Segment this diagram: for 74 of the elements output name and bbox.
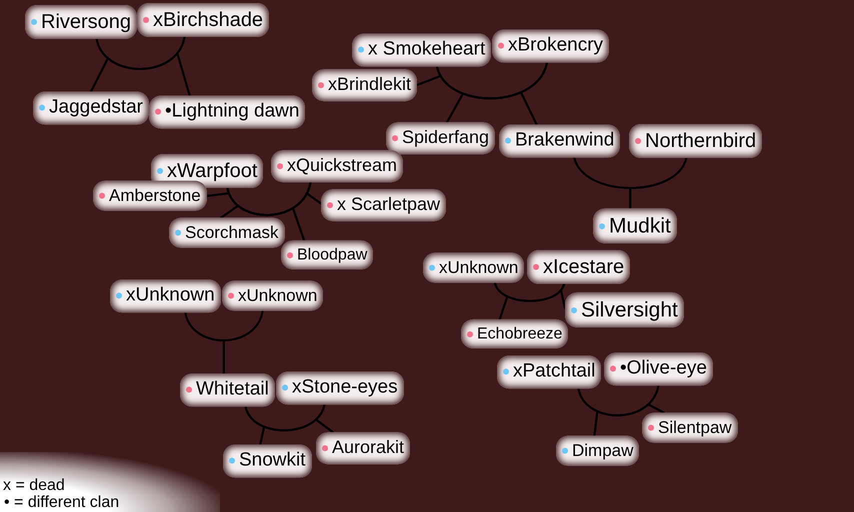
name-label: Bloodpaw — [297, 245, 368, 265]
name-tag — [110, 280, 221, 312]
name-tag — [461, 319, 568, 349]
name-tag — [604, 352, 713, 386]
name-tag — [137, 3, 270, 37]
name-label: xUnknown — [238, 286, 318, 306]
name-label: Silversight — [581, 297, 678, 323]
family-line — [292, 180, 312, 242]
family-line — [629, 157, 688, 210]
family-line — [520, 61, 548, 126]
name-tag — [222, 280, 324, 312]
family-line — [314, 403, 334, 434]
name-label: xIcestare — [543, 255, 624, 279]
name-label: •Lightning dawn — [165, 100, 300, 124]
name-label: xBrokencry — [508, 34, 604, 58]
name-tag — [312, 69, 418, 101]
name-label: Mudkit — [609, 213, 671, 239]
name-tag — [321, 189, 446, 221]
name-tag — [492, 30, 610, 62]
name-tag — [93, 180, 207, 212]
name-label: Dimpaw — [572, 440, 634, 462]
name-tag — [386, 122, 496, 154]
name-label: Echobreeze — [477, 324, 562, 344]
name-tag — [593, 208, 677, 244]
name-tag — [281, 240, 374, 270]
family-line — [176, 36, 191, 97]
name-tag — [169, 218, 285, 248]
name-tag — [151, 154, 264, 188]
name-tag — [223, 444, 312, 478]
name-tag — [149, 96, 306, 128]
name-tag — [25, 5, 138, 39]
name-tag — [565, 292, 684, 328]
name-label: Amberstone — [109, 186, 201, 206]
name-tag — [499, 124, 620, 158]
name-label: xPatchtail — [513, 360, 596, 384]
family-line — [222, 310, 264, 375]
name-tag — [527, 250, 630, 284]
family-line — [647, 384, 665, 414]
name-tag — [33, 92, 150, 124]
family-line — [90, 36, 186, 93]
name-label: •Olive-eye — [620, 358, 707, 380]
name-label: xUnknown — [126, 284, 215, 308]
name-label: x Smokeheart — [368, 38, 486, 62]
name-tag — [271, 150, 404, 182]
name-label: xBirchshade — [153, 8, 264, 32]
name-label: xWarpfoot — [167, 159, 258, 183]
name-tag — [629, 124, 762, 158]
name-label: Spiderfang — [402, 127, 490, 149]
name-label: Scorchmask — [185, 222, 279, 244]
family-line — [560, 283, 566, 310]
name-label: Jaggedstar — [49, 96, 144, 120]
name-label: Northernbird — [645, 129, 756, 153]
name-label: Whitetail — [196, 378, 269, 402]
name-label: Aurorakit — [332, 437, 404, 459]
name-tag — [276, 372, 404, 404]
name-tag — [642, 412, 738, 444]
name-label: xBrindlekit — [328, 74, 412, 96]
name-tag — [352, 34, 492, 66]
name-tag — [556, 436, 640, 466]
note-text: • = different clan — [4, 494, 120, 512]
family-line — [244, 405, 334, 434]
name-label: Silentpaw — [658, 418, 732, 438]
name-label: xUnknown — [439, 258, 518, 278]
name-tag — [316, 432, 410, 464]
name-label: Brakenwind — [515, 130, 614, 152]
name-label: Riversong — [41, 10, 132, 34]
name-tag — [180, 374, 275, 406]
name-label: x Scarletpaw — [337, 194, 440, 216]
name-tag — [497, 356, 602, 388]
name-label: xQuickstream — [287, 155, 398, 177]
note-text: x = dead — [3, 477, 65, 495]
name-label: Snowkit — [239, 450, 306, 472]
name-label: xStone-eyes — [292, 376, 398, 400]
name-tag — [423, 252, 524, 284]
